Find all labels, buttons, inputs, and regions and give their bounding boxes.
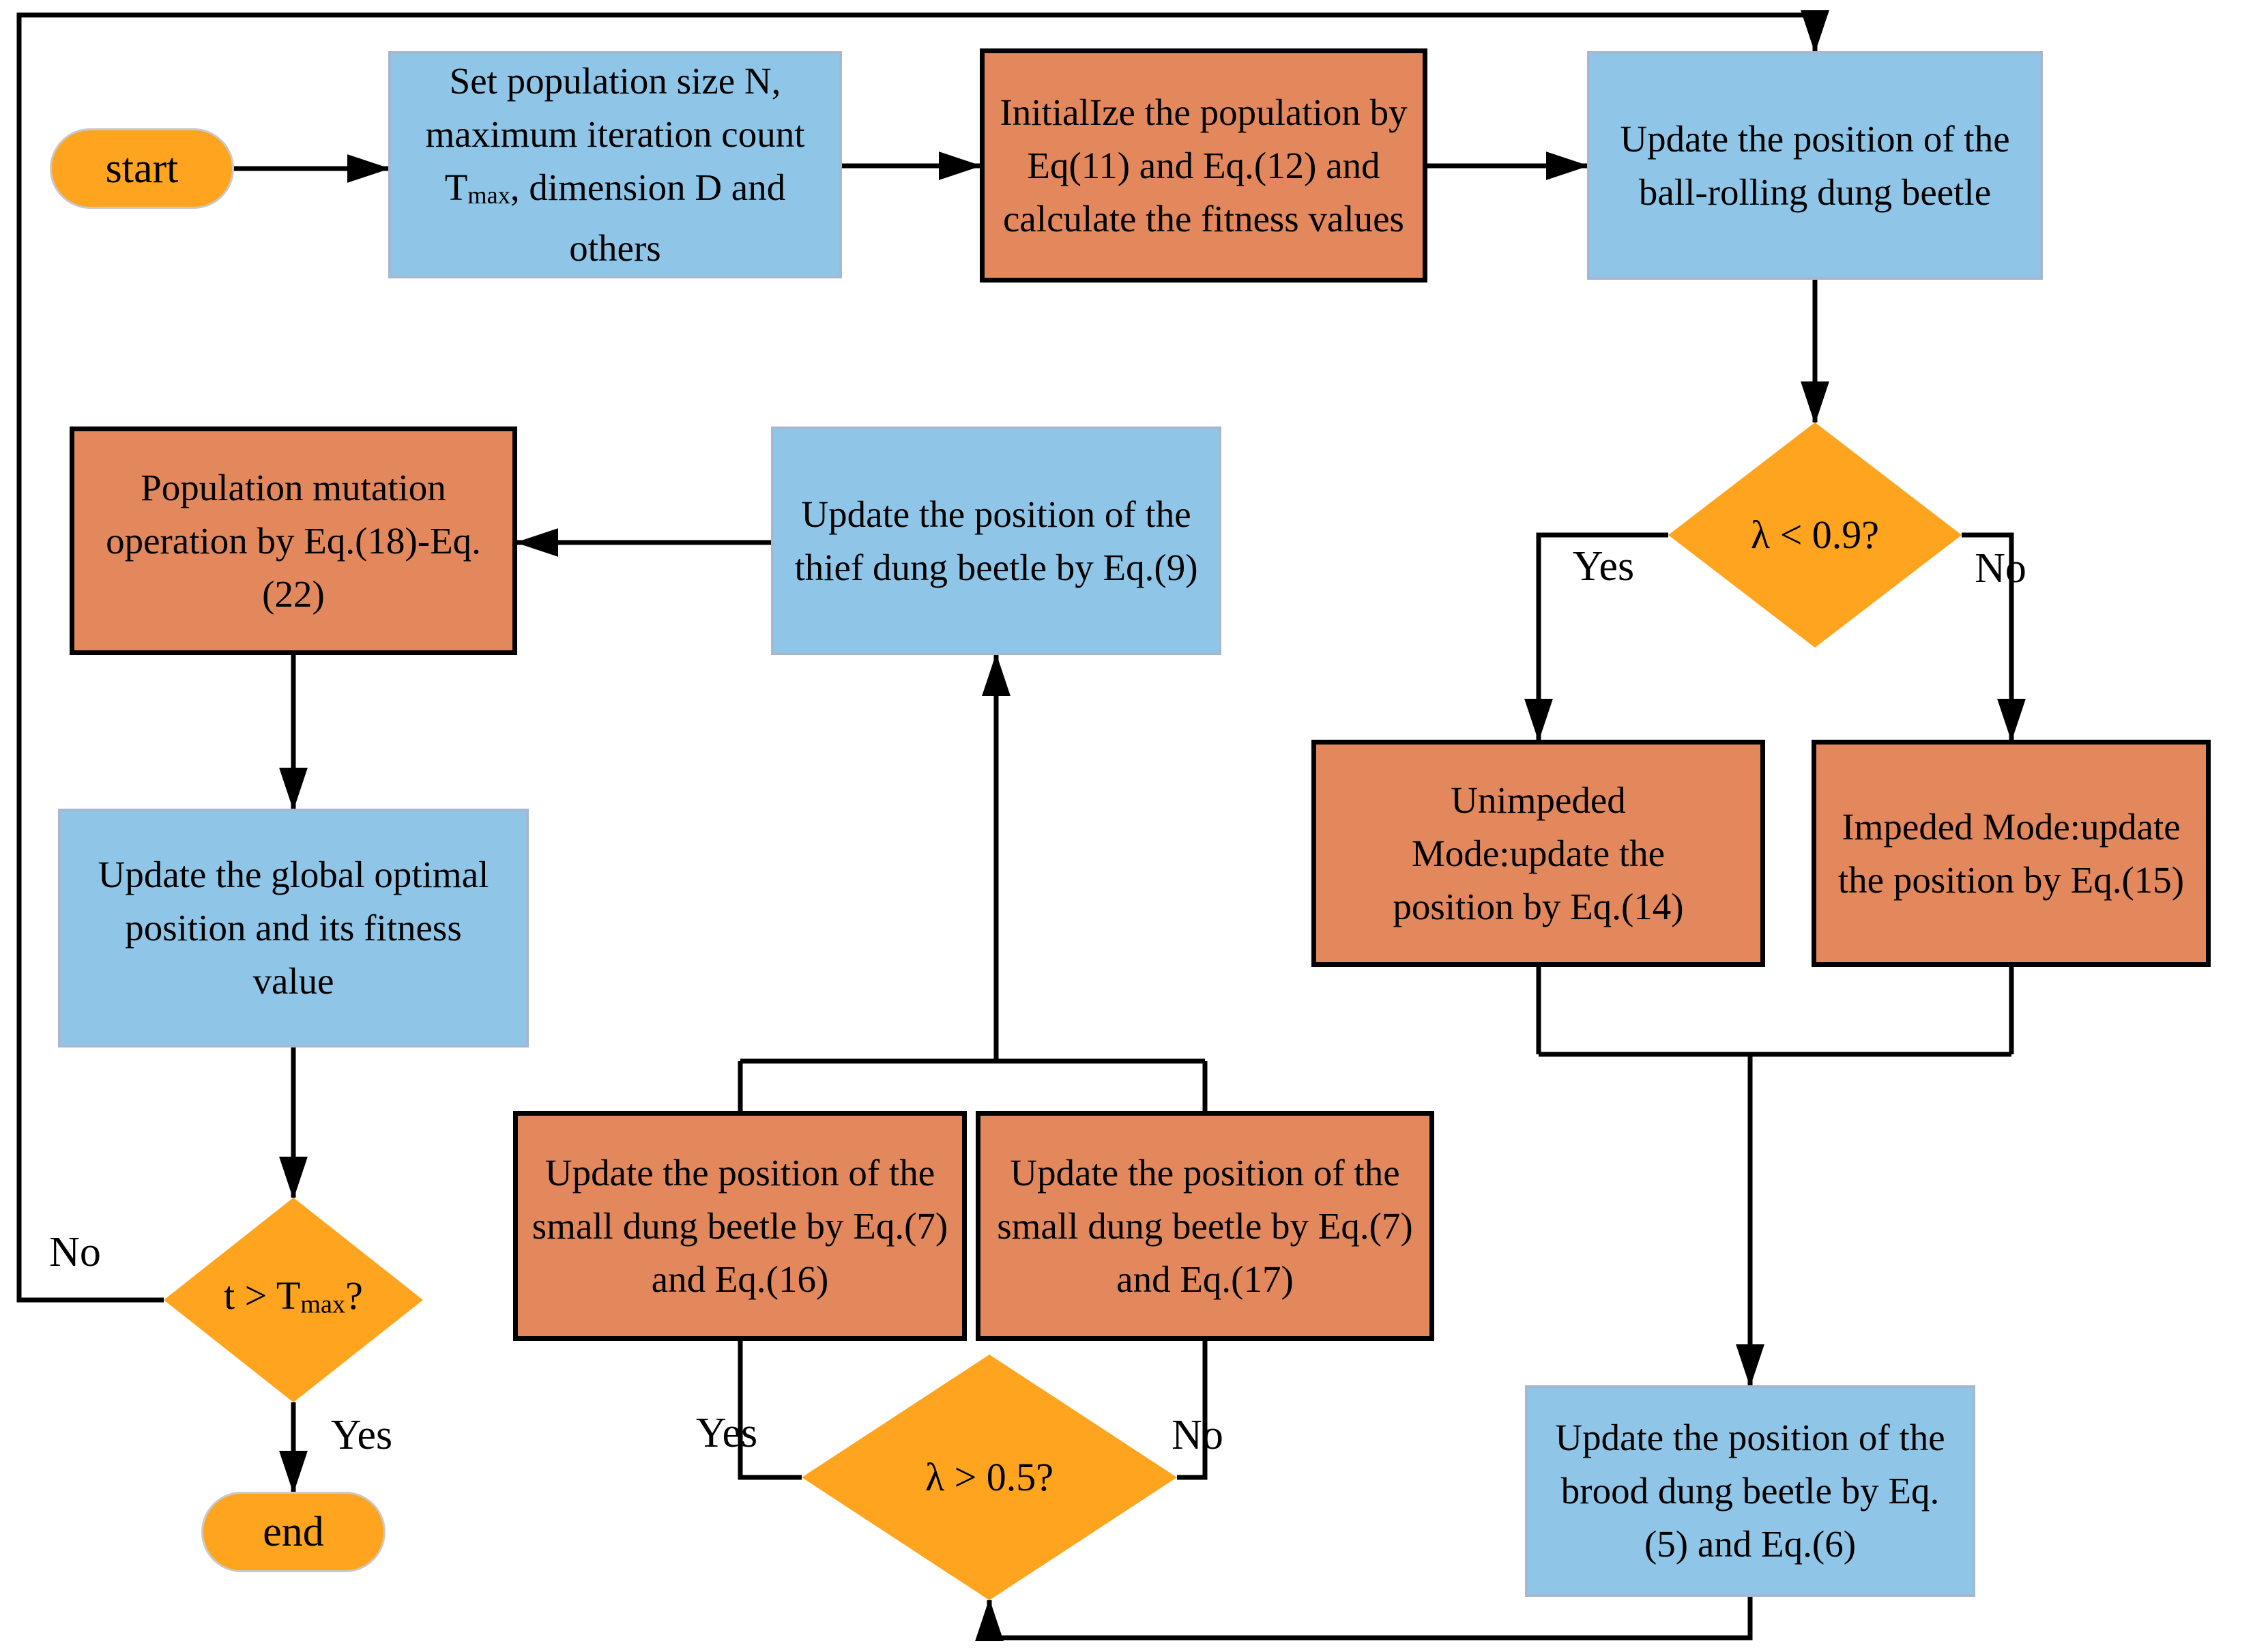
- edge-tmax-no-loop: [16, 10, 1829, 1303]
- start-node: start: [50, 128, 234, 209]
- lambda-05-label: λ > 0.5?: [925, 1455, 1054, 1499]
- small-beetle-eq17-label: Update the position of the small dung be…: [997, 1151, 1413, 1300]
- small-beetle-eq17-process: Update the position of the small dung be…: [976, 1111, 1434, 1341]
- edge-label-tmax-yes: Yes: [330, 1412, 393, 1458]
- edge-label-lambda05-no: No: [1172, 1412, 1223, 1458]
- thief-beetle-label: Update the position of the thief dung be…: [794, 493, 1198, 588]
- initialize-label: InitialIze the population by Eq(11) and …: [1000, 91, 1408, 240]
- start-label: start: [105, 145, 179, 192]
- initialize-process: InitialIze the population by Eq(11) and …: [980, 48, 1427, 283]
- thief-beetle-process: Update the position of the thief dung be…: [771, 427, 1221, 655]
- edge-label-lambda05-yes: Yes: [695, 1410, 758, 1456]
- global-optimal-label: Update the global optimal position and i…: [98, 854, 489, 1002]
- edge-brood-to-lambda05: [975, 1597, 1753, 1642]
- small-beetle-eq16-label: Update the position of the small dung be…: [532, 1151, 948, 1300]
- unimpeded-mode-label: Unimpeded Mode:update the position by Eq…: [1393, 779, 1684, 927]
- brood-beetle-label: Update the position of the brood dung be…: [1555, 1417, 1945, 1565]
- edge-lambda09-no-to-impeded: [1962, 532, 2026, 742]
- edge-label-lambda09-no: No: [1975, 545, 2026, 592]
- end-label: end: [263, 1509, 324, 1555]
- impeded-mode-process: Impeded Mode:update the position by Eq.(…: [1812, 740, 2211, 967]
- set-params-process: Set population size N, maximum iteration…: [388, 51, 842, 278]
- mutation-label: Population mutation operation by Eq.(18)…: [106, 466, 481, 615]
- edge-label-lambda09-yes: Yes: [1572, 543, 1635, 590]
- edge-lambda09-yes-to-unimpeded: [1524, 532, 1668, 742]
- small-beetle-eq16-process: Update the position of the small dung be…: [513, 1111, 967, 1341]
- mutation-process: Population mutation operation by Eq.(18)…: [70, 427, 517, 655]
- edge-lambda05-yes-to-small16: [738, 1341, 802, 1480]
- edge-lambda05-no-to-small17: [1177, 1341, 1208, 1480]
- global-optimal-process: Update the global optimal position and i…: [58, 809, 529, 1047]
- ball-rolling-label: Update the position of the ball-rolling …: [1620, 117, 2010, 213]
- lambda-09-label: λ < 0.9?: [1750, 512, 1880, 557]
- impeded-mode-label: Impeded Mode:update the position by Eq.(…: [1837, 805, 2185, 901]
- tmax-decision-label: t > Tmax?: [224, 1273, 363, 1319]
- end-node: end: [201, 1492, 386, 1572]
- ball-rolling-process: Update the position of the ball-rolling …: [1587, 51, 2043, 280]
- unimpeded-mode-process: Unimpeded Mode:update the position by Eq…: [1311, 740, 1765, 967]
- brood-beetle-process: Update the position of the brood dung be…: [1525, 1385, 1975, 1597]
- edge-label-tmax-no: No: [49, 1229, 101, 1275]
- set-params-label: Set population size N, maximum iteration…: [425, 59, 805, 270]
